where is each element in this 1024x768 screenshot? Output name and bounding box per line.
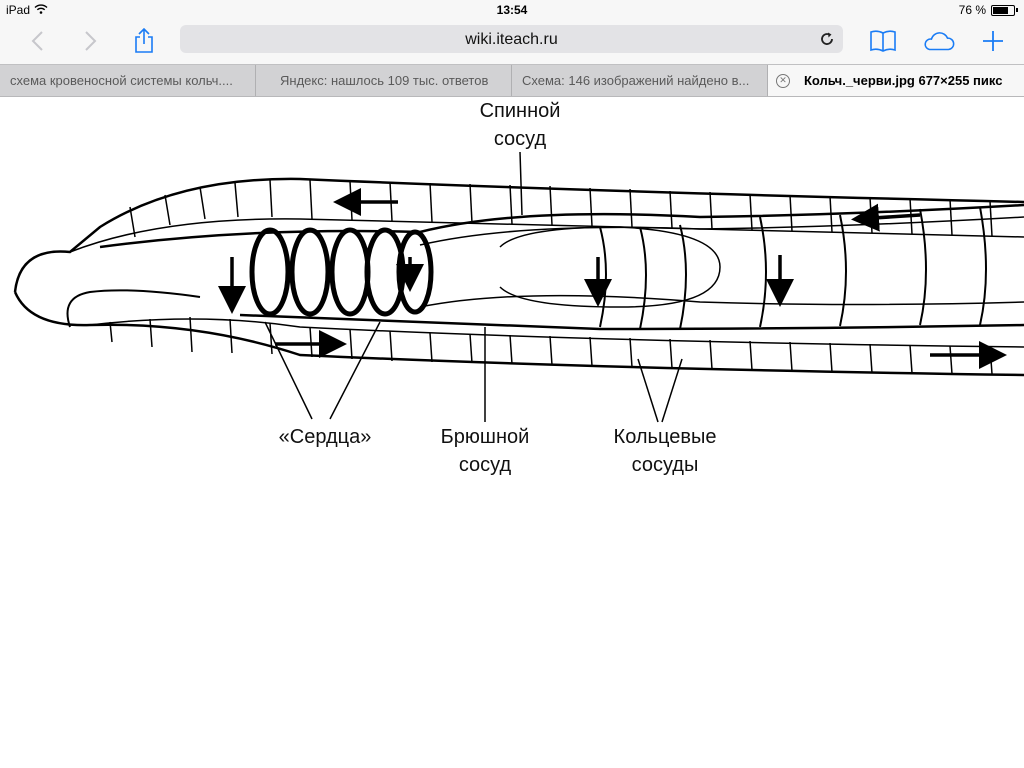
address-bar[interactable]: wiki.iteach.ru xyxy=(180,25,843,53)
segments-bottom xyxy=(109,316,993,375)
label-hearts: «Сердца» xyxy=(245,423,405,451)
ring-vessels xyxy=(599,206,987,330)
battery-tip xyxy=(1016,8,1018,12)
gut-bulge xyxy=(499,226,721,308)
device-name: iPad xyxy=(6,3,31,17)
clock: 13:54 xyxy=(496,3,528,17)
flow-arrows xyxy=(218,188,1007,369)
tab-label: Схема: 146 изображений найдено в... xyxy=(522,73,750,88)
wifi-icon xyxy=(34,3,48,17)
ventral-vessel xyxy=(239,313,1024,331)
url-text: wiki.iteach.ru xyxy=(465,31,558,48)
label-line: «Сердца» xyxy=(278,426,372,448)
callout-lines xyxy=(264,151,683,423)
tab-bar: схема кровеносной системы кольч.... Янде… xyxy=(0,64,1024,97)
tab-label: Кольч._черви.jpg 677×255 пикс xyxy=(804,73,1003,88)
bookmarks-icon xyxy=(870,30,896,52)
label-line: Кольцевые xyxy=(613,426,717,448)
close-tab-icon[interactable]: ✕ xyxy=(776,74,790,88)
status-left: iPad xyxy=(6,3,48,17)
share-button[interactable] xyxy=(127,24,161,58)
worm-body-outline xyxy=(13,177,1024,293)
tab-active[interactable]: ✕ Кольч._черви.jpg 677×255 пикс xyxy=(768,65,1024,96)
ventral-vessel-inner xyxy=(419,294,1024,308)
label-line: сосуды xyxy=(631,454,699,476)
new-tab-icon xyxy=(983,31,1003,51)
back-icon xyxy=(31,31,43,51)
battery-fill xyxy=(993,6,1008,14)
hearts xyxy=(249,227,434,317)
browser-toolbar: wiki.iteach.ru xyxy=(0,20,1024,64)
tab-label: Яндекс: нашлось 109 тыс. ответов xyxy=(280,73,489,88)
worm-body-outline-bottom xyxy=(13,291,1024,377)
battery-icon xyxy=(991,4,1015,16)
label-ring-vessels: Кольцевые сосуды xyxy=(580,423,750,479)
back-button[interactable] xyxy=(20,24,54,58)
battery-percent: 76 % xyxy=(958,3,986,17)
reload-icon xyxy=(821,32,833,45)
tab-label: схема кровеносной системы кольч.... xyxy=(10,73,233,88)
worm-mouth xyxy=(66,289,201,328)
label-ventral-vessel: Брюшной сосуд xyxy=(405,423,565,479)
status-bar: iPad 13:54 76 % xyxy=(0,0,1024,20)
worm-body-inner-bottom xyxy=(89,318,1024,348)
tab[interactable]: Схема: 146 изображений найдено в... xyxy=(512,65,768,96)
tab[interactable]: Яндекс: нашлось 109 тыс. ответов xyxy=(256,65,512,96)
label-line: сосуд xyxy=(493,128,547,150)
reload-button[interactable] xyxy=(817,29,837,49)
bookmarks-button[interactable] xyxy=(866,24,900,58)
forward-button[interactable] xyxy=(74,24,108,58)
label-line: Брюшной xyxy=(440,426,530,448)
icloud-tabs-icon xyxy=(924,32,955,51)
earthworm-diagram xyxy=(13,151,1024,423)
worm-body-inner-top xyxy=(69,218,1024,253)
share-icon xyxy=(135,28,153,53)
tab[interactable]: схема кровеносной системы кольч.... xyxy=(0,65,256,96)
label-line: Спинной xyxy=(479,100,561,122)
status-right: 76 % xyxy=(959,3,1018,17)
icloud-tabs-button[interactable] xyxy=(922,24,956,58)
label-dorsal-vessel: Спинной сосуд xyxy=(440,97,600,153)
label-line: сосуд xyxy=(458,454,512,476)
new-tab-button[interactable] xyxy=(976,24,1010,58)
image-viewport: Спинной сосуд «Сердца» Брюшной сосуд Кол… xyxy=(0,97,1024,768)
forward-icon xyxy=(85,31,97,51)
